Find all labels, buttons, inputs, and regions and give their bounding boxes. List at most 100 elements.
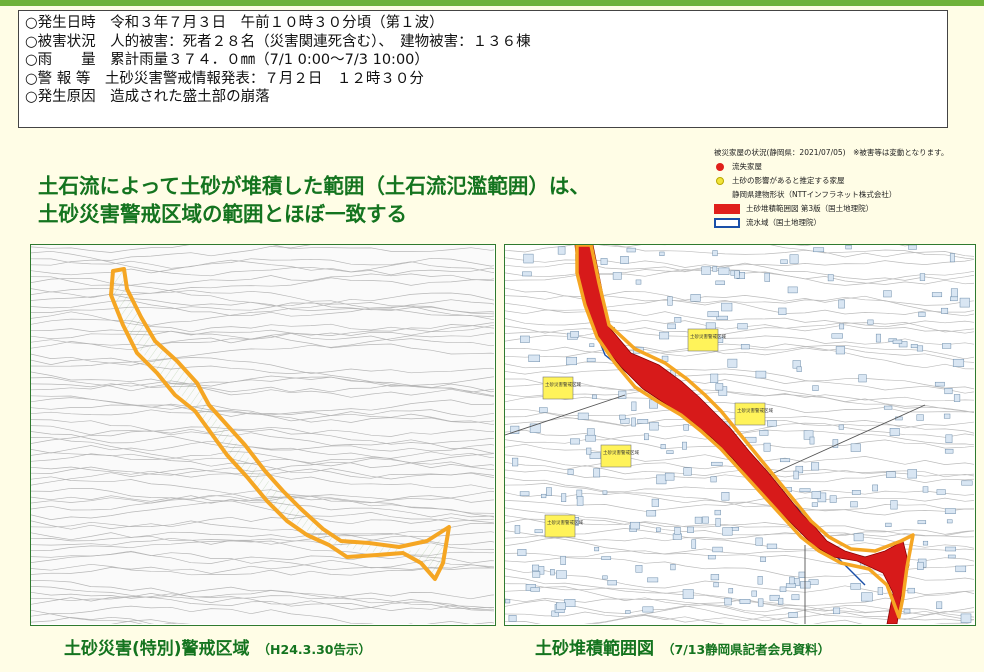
building-shape: [947, 554, 956, 559]
contour-line: [505, 599, 974, 622]
map-label-text: 土砂災害警戒区域: [545, 381, 581, 388]
building-shape: [778, 307, 787, 315]
building-shape: [793, 470, 799, 480]
hazard-zone-map-svg: [31, 245, 494, 624]
building-shape: [780, 458, 791, 463]
building-shape: [845, 245, 852, 250]
info-warning: ○警 報 等 土砂災害警戒情報発表：７月２日 １２時３０分: [25, 70, 424, 87]
building-shape: [907, 587, 915, 594]
building-shape: [831, 333, 843, 339]
building-shape: [667, 296, 673, 306]
building-shape: [560, 555, 566, 565]
contour-line: [31, 395, 494, 424]
building-shape: [950, 296, 958, 302]
building-shape: [718, 267, 730, 275]
building-shape: [833, 607, 841, 615]
contour-line: [505, 369, 974, 390]
contour-line: [31, 302, 494, 326]
building-shape: [838, 299, 845, 309]
building-shape: [651, 498, 659, 507]
headline-line-2: 土砂災害警戒区域の範囲とほぼ一致する: [38, 202, 407, 226]
contour-line: [505, 497, 974, 512]
building-shape: [600, 258, 608, 265]
caption-left: 土砂災害(特別)警戒区域（H24.3.30告示）: [64, 634, 371, 659]
building-shape: [532, 564, 540, 572]
building-shape: [712, 266, 718, 272]
building-shape: [666, 450, 674, 454]
building-shape: [944, 388, 953, 395]
building-shape: [519, 491, 530, 497]
building-shape: [839, 323, 845, 330]
contour-line: [794, 245, 914, 247]
building-shape: [593, 468, 601, 478]
building-shape: [701, 266, 711, 275]
building-shape: [541, 493, 547, 499]
legend-item-affected: 土砂の影響があると推定する家屋: [714, 174, 976, 188]
legend-header: 被災家屋の状況(静岡県：2021/07/05) ※被害等は変動となります。: [714, 148, 949, 157]
building-shape: [936, 489, 946, 495]
contour-line: [31, 376, 494, 388]
info-damage: ○被害状況 人的被害：死者２８名（災害関連死含む）、 建物被害：１３６棟: [25, 33, 531, 50]
building-shape: [601, 556, 612, 560]
building-shape: [520, 335, 530, 343]
building-shape: [683, 424, 689, 431]
building-shape: [721, 492, 730, 501]
building-shape: [570, 438, 580, 445]
building-shape: [791, 594, 800, 601]
building-shape: [811, 491, 821, 499]
contour-line: [31, 609, 178, 624]
building-shape: [850, 443, 861, 452]
building-shape: [550, 569, 555, 576]
building-shape: [757, 576, 763, 585]
contour-line: [31, 593, 494, 611]
building-shape: [916, 345, 924, 352]
building-shape: [664, 472, 675, 481]
contour-line: [31, 332, 494, 367]
contour-line: [505, 515, 974, 537]
contour-line: [505, 379, 974, 414]
contour-line: [31, 324, 494, 351]
building-shape: [682, 589, 694, 599]
contour-line: [505, 598, 974, 618]
info-cause: ○発生原因 造成された盛土部の崩落: [25, 89, 270, 106]
building-shape: [626, 247, 636, 253]
building-shape: [778, 597, 784, 605]
map-label-text: 土砂災害警戒区域: [690, 333, 726, 340]
hazard-zone-map: [30, 244, 496, 626]
contour-line: [31, 605, 414, 624]
building-shape: [647, 577, 659, 583]
legend-item-deposit-area: 土砂堆積範囲図 第3版（国土地理院）: [714, 202, 976, 216]
building-shape: [637, 419, 649, 424]
map-label-box: [687, 328, 719, 352]
contour-line: [31, 440, 494, 471]
building-shape: [739, 599, 751, 604]
building-shape: [711, 461, 723, 466]
building-shape: [646, 510, 657, 517]
building-shape: [656, 527, 661, 533]
building-shape: [728, 588, 734, 594]
building-shape: [707, 311, 719, 318]
building-shape: [656, 474, 667, 485]
building-shape: [532, 571, 541, 578]
building-shape: [953, 394, 961, 402]
contour-line: [505, 516, 974, 549]
building-shape: [659, 251, 665, 256]
building-shape: [712, 546, 723, 553]
building-shape: [789, 254, 799, 264]
headline-line-1: 土石流によって土砂が堆積した範囲（土石流氾濫範囲）は、: [38, 174, 590, 198]
contour-line: [31, 453, 494, 476]
building-shape: [813, 247, 825, 253]
contour-line: [31, 468, 494, 486]
building-shape: [710, 574, 720, 581]
contour-line: [31, 616, 494, 624]
building-shape: [702, 516, 709, 524]
building-shape: [875, 333, 881, 343]
map-label-box: [542, 376, 574, 400]
building-shape: [567, 469, 574, 475]
building-shape: [769, 594, 780, 601]
contour-line: [31, 425, 494, 437]
building-shape: [755, 370, 767, 379]
building-shape: [589, 452, 601, 459]
building-shape: [886, 471, 896, 478]
contour-line: [31, 404, 494, 422]
